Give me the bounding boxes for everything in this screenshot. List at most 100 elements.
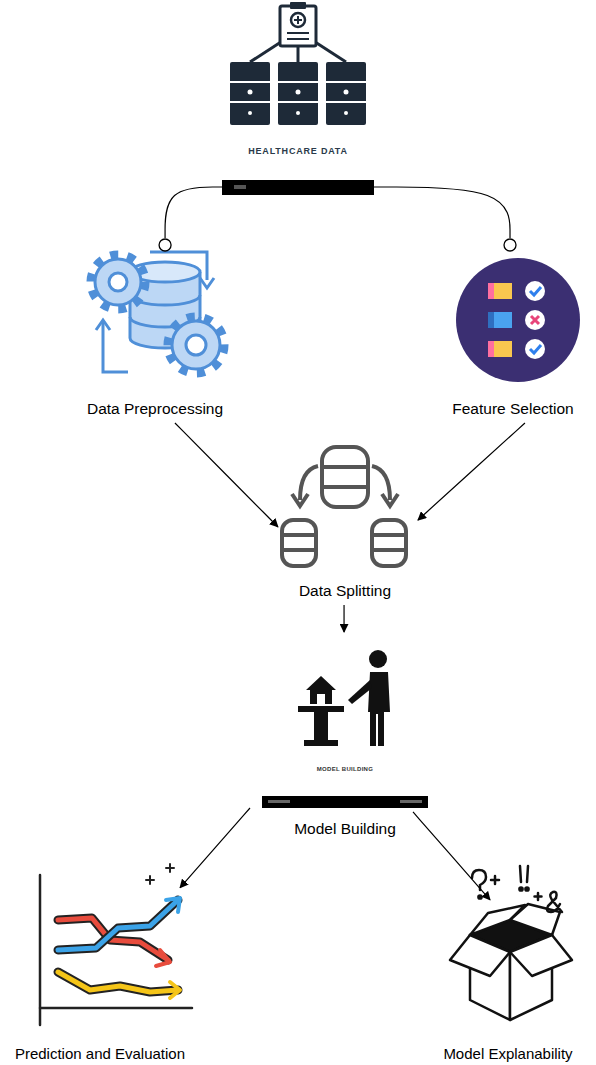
bar-mark [400, 800, 422, 803]
healthcare-icon-part [296, 111, 300, 115]
chart-icon-part [166, 898, 180, 912]
healthcare-icon-part [280, 6, 316, 46]
process-node: Data Preprocessing [60, 238, 250, 423]
model-building-icon-part [348, 680, 372, 704]
healthcare-icon [230, 2, 366, 125]
open-box-icon-part [450, 935, 510, 976]
feature-selection-icon-part [488, 312, 512, 328]
healthcare-icon-part [344, 111, 348, 115]
mystery-symbols-part [520, 866, 528, 882]
open-box-icon [450, 904, 572, 1020]
feature-selection-icon-part [456, 258, 580, 382]
flow-connector [418, 423, 525, 520]
model-building-icon-part [306, 676, 336, 704]
data-splitting-icon-part [372, 548, 406, 552]
preprocessing-icon-part [103, 322, 128, 372]
model-building-icon-part [317, 694, 325, 704]
data-splitting-icon-part [282, 548, 316, 552]
feature-selection-icon-part [525, 281, 545, 301]
node-label: Data Splitting [250, 582, 440, 600]
chart-icon-part [58, 900, 178, 950]
chart-icon-part [58, 972, 178, 992]
feature-selection-icon-part [488, 283, 512, 299]
healthcare-icon-part [278, 62, 318, 125]
node-label: HEALTHCARE DATA [222, 146, 374, 156]
flow-connector [374, 187, 510, 238]
open-box-icon-part [510, 904, 560, 935]
feature-selection-icon-part [488, 283, 494, 299]
preprocessing-icon-part [96, 320, 110, 330]
healthcare-icon-part [326, 62, 366, 125]
mystery-symbols-part [547, 892, 562, 912]
data-splitting-icon-part [322, 485, 368, 489]
preprocessing-icon-part [168, 317, 224, 373]
feature-selection-icon-part [488, 341, 512, 357]
black-bar [262, 796, 428, 808]
flow-connector [175, 423, 278, 527]
preprocessing-icon-part [91, 255, 145, 309]
node-label: Feature Selection [430, 400, 596, 418]
process-node: Feature Selection [430, 238, 596, 423]
bar-mark [234, 185, 246, 189]
mystery-symbols-part [491, 876, 499, 884]
healthcare-icon-part [287, 38, 309, 40]
data-splitting-icon-part [382, 494, 398, 506]
data-splitting-icon-part [372, 520, 406, 566]
chart-icon-part [170, 982, 180, 998]
model-building-icon [298, 650, 390, 746]
node-label: Prediction and Evaluation [0, 1045, 200, 1062]
feature-selection-icon-part [530, 287, 541, 295]
chart-icon-part [58, 972, 178, 992]
healthcare-icon-part [230, 81, 270, 83]
preprocessing-icon-part [95, 259, 141, 305]
data-splitting-icon-part [292, 494, 308, 506]
healthcare-icon-part [294, 19, 302, 21]
bar-mark [268, 800, 290, 803]
model-building-icon-part [298, 706, 344, 712]
healthcare-icon-part [291, 13, 305, 27]
healthcare-icon-part [278, 101, 318, 103]
mystery-symbols-part [519, 887, 522, 890]
node-label: Data Preprocessing [60, 400, 250, 418]
process-node: Data Splitting [250, 440, 440, 605]
feature-selection-icon-part [488, 341, 494, 357]
data-splitting-icon [282, 447, 406, 566]
data-splitting-icon-part [372, 533, 406, 537]
chart-icon-part [146, 876, 154, 884]
preprocessing-icon-part [186, 335, 206, 355]
mystery-symbols [472, 866, 562, 912]
node-label: MODEL BUILDING [250, 766, 440, 773]
chart-icon-part [40, 1007, 192, 1010]
chart-icon-part [39, 875, 42, 1025]
healthcare-icon-part [296, 90, 301, 95]
output-node: Model Explanability [420, 868, 596, 1065]
feature-selection-icon-part [488, 312, 494, 328]
flow-connector [180, 808, 250, 888]
data-splitting-icon-part [322, 465, 368, 469]
feature-selection-icon-part [530, 345, 541, 353]
feature-selection-icon-part [525, 339, 545, 359]
process-node: MODEL BUILDINGModel Building [250, 632, 440, 842]
data-source-node: HEALTHCARE DATA [222, 0, 374, 196]
flow-connector [413, 812, 490, 900]
chart-icon-part [156, 950, 170, 966]
output-node: Prediction and Evaluation [0, 868, 200, 1065]
healthcare-icon-part [248, 111, 252, 115]
feature-selection-icon-part [531, 316, 539, 324]
node-label: Model Explanability [420, 1045, 596, 1062]
healthcare-icon-part [278, 81, 318, 83]
healthcare-icon-part [344, 90, 349, 95]
preprocessing-icon-part [109, 273, 127, 291]
chart-icon-part [166, 864, 174, 872]
mystery-symbols-part [535, 893, 542, 900]
data-splitting-icon-part [282, 520, 316, 566]
preprocessing-icon-part [172, 321, 220, 369]
chart-icon [40, 864, 192, 1025]
flow-connector [343, 605, 344, 632]
healthcare-icon-part [248, 90, 253, 95]
healthcare-icon-part [326, 101, 366, 103]
